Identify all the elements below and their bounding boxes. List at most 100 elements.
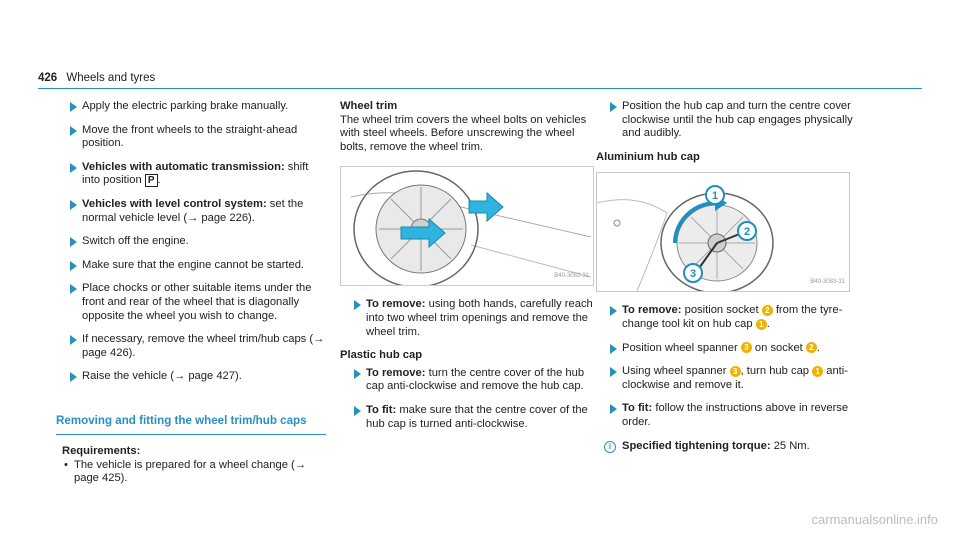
step-label: To fit: <box>622 402 653 415</box>
figure-wheel-trim: B40-3082-31 <box>340 166 594 287</box>
step-level-control: Vehicles with level control system: set … <box>56 198 326 225</box>
step-text: position socket <box>681 304 762 317</box>
step-text: , turn hub cap <box>740 365 813 378</box>
step-label: To remove: <box>366 366 426 379</box>
step-arrow-icon <box>610 404 617 415</box>
torque-note: i Specified tightening torque: 25 Nm. <box>596 440 868 454</box>
step-text: from the tyre-change tool kit on hub cap <box>622 304 843 330</box>
callout-badge: 2 <box>761 304 773 316</box>
callout-badge: 1 <box>755 318 767 330</box>
wheel-trim-text: The wheel trim covers the wheel bolts on… <box>340 113 587 153</box>
step-text: Using wheel spanner <box>622 365 730 378</box>
step-automatic-transmission: Vehicles with automatic transmission: sh… <box>56 161 326 188</box>
callout-badge: 3 <box>729 365 741 377</box>
wheel-trim-illustration <box>350 170 592 286</box>
step-text: If necessary, remove the wheel trim/hub … <box>82 333 325 359</box>
note-value: 25 Nm. <box>770 439 810 452</box>
aluminium-hub-cap-illustration: 1 2 3 <box>597 185 774 292</box>
figure-aluminium-hub-cap: 1 2 3 B40-3083-31 <box>596 172 850 293</box>
step-front-wheels: Move the front wheels to the straight-ah… <box>56 124 326 151</box>
section-title: Removing and fitting the wheel trim/hub … <box>56 413 307 427</box>
step-arrow-icon <box>70 125 77 136</box>
step-position-spanner: Position wheel spanner 3 on socket 2. <box>596 342 868 356</box>
step-text: using both hands, carefully reach into t… <box>366 298 593 338</box>
step-label: To fit: <box>366 403 397 416</box>
section-rule <box>56 433 326 435</box>
step-text: turn the centre cover of the hub cap ant… <box>366 366 585 393</box>
step-arrow-icon <box>354 405 361 416</box>
step-label: To remove: <box>622 304 682 317</box>
step-text: follow the instructions above in reverse… <box>622 402 849 428</box>
figure-code: B40-3083-31 <box>810 278 845 285</box>
step-arrow-icon <box>354 300 361 311</box>
step-text: Raise the vehicle (→ page 427). <box>82 370 242 383</box>
svg-text:1: 1 <box>712 190 718 202</box>
column-right: Position the hub cap and turn the centre… <box>596 100 868 453</box>
step-label: Vehicles with automatic transmission: <box>82 160 285 173</box>
step-text: Move the front wheels to the straight-ah… <box>82 123 298 150</box>
step-text: Switch off the engine. <box>82 235 189 248</box>
callout-badge: 2 <box>805 342 817 354</box>
step-text: make sure that the centre cover of the h… <box>366 403 588 430</box>
step-text: Position wheel spanner <box>622 341 741 354</box>
step-aluminium-remove: To remove: position socket 2 from the ty… <box>596 304 868 331</box>
step-text: set the normal vehicle level (→ page 226… <box>82 197 304 224</box>
step-engine-secure: Make sure that the engine cannot be star… <box>56 259 326 273</box>
step-text: Apply the electric parking brake manuall… <box>82 100 289 112</box>
page-number: 426 <box>38 72 58 84</box>
step-text-end: . <box>157 174 161 187</box>
step-arrow-icon <box>354 368 361 379</box>
step-label: To remove: <box>366 298 426 311</box>
step-arrow-icon <box>610 102 617 112</box>
step-arrow-icon <box>70 162 77 173</box>
step-parking-brake: Apply the electric parking brake manuall… <box>56 100 326 114</box>
step-arrow-icon <box>70 335 77 346</box>
step-text: shift into position <box>82 160 309 187</box>
wheel-trim-heading: Wheel trim <box>340 100 398 112</box>
step-text: on socket <box>751 341 806 354</box>
step-text: Position the hub cap and turn the centre… <box>622 100 853 140</box>
step-plastic-remove: To remove: turn the centre cover of the … <box>340 367 598 394</box>
step-arrow-icon <box>70 199 77 210</box>
plastic-hub-cap-heading: Plastic hub cap <box>340 349 423 362</box>
requirement-item: The vehicle is prepared for a wheel chan… <box>62 459 326 486</box>
step-text-end: anti-clockwise and remove it. <box>622 365 848 391</box>
header-rule <box>38 88 922 89</box>
step-arrow-icon <box>70 237 77 248</box>
step-arrow-icon <box>70 284 77 295</box>
step-remove-wheel-trim: To remove: using both hands, carefully r… <box>340 298 598 339</box>
note-label: Specified tightening torque: <box>622 439 771 452</box>
step-turn-hub-cap: Using wheel spanner 3, turn hub cap 1 an… <box>596 365 868 392</box>
watermark: carmanualsonline.info <box>811 512 938 528</box>
step-label: Vehicles with level control system: <box>82 197 267 210</box>
step-plastic-fit: To fit: make sure that the centre cover … <box>340 404 598 431</box>
step-arrow-icon <box>70 260 77 271</box>
step-arrow-icon <box>70 102 77 112</box>
step-aluminium-fit: To fit: follow the instructions above in… <box>596 402 868 429</box>
info-icon: i <box>604 440 616 453</box>
page-header: 426 Wheels and tyres <box>38 72 155 86</box>
step-arrow-icon <box>610 367 617 378</box>
step-arrow-icon <box>610 306 617 317</box>
requirements-label: Requirements: <box>62 444 141 457</box>
step-chocks: Place chocks or other suitable items und… <box>56 282 326 323</box>
column-middle: Wheel trim The wheel trim covers the whe… <box>340 100 598 441</box>
step-position-hub-cap: Position the hub cap and turn the centre… <box>596 100 868 141</box>
step-raise-vehicle: Raise the vehicle (→ page 427). <box>56 370 326 384</box>
callout-badge: 3 <box>740 342 752 354</box>
step-text: Make sure that the engine cannot be star… <box>82 258 305 271</box>
column-left: Apply the electric parking brake manuall… <box>56 100 326 486</box>
step-text: Place chocks or other suitable items und… <box>82 282 312 322</box>
step-arrow-icon <box>610 343 617 354</box>
figure-code: B40-3082-31 <box>554 272 589 279</box>
step-text-end: . <box>766 317 770 330</box>
step-remove-trim: If necessary, remove the wheel trim/hub … <box>56 333 326 360</box>
svg-text:3: 3 <box>690 268 696 280</box>
step-engine-off: Switch off the engine. <box>56 235 326 249</box>
page-section-title: Wheels and tyres <box>66 72 156 84</box>
aluminium-hub-cap-heading: Aluminium hub cap <box>596 150 700 163</box>
park-position-symbol: P <box>144 174 158 188</box>
step-arrow-icon <box>70 372 77 383</box>
svg-text:2: 2 <box>744 226 750 238</box>
callout-badge: 1 <box>812 365 824 377</box>
